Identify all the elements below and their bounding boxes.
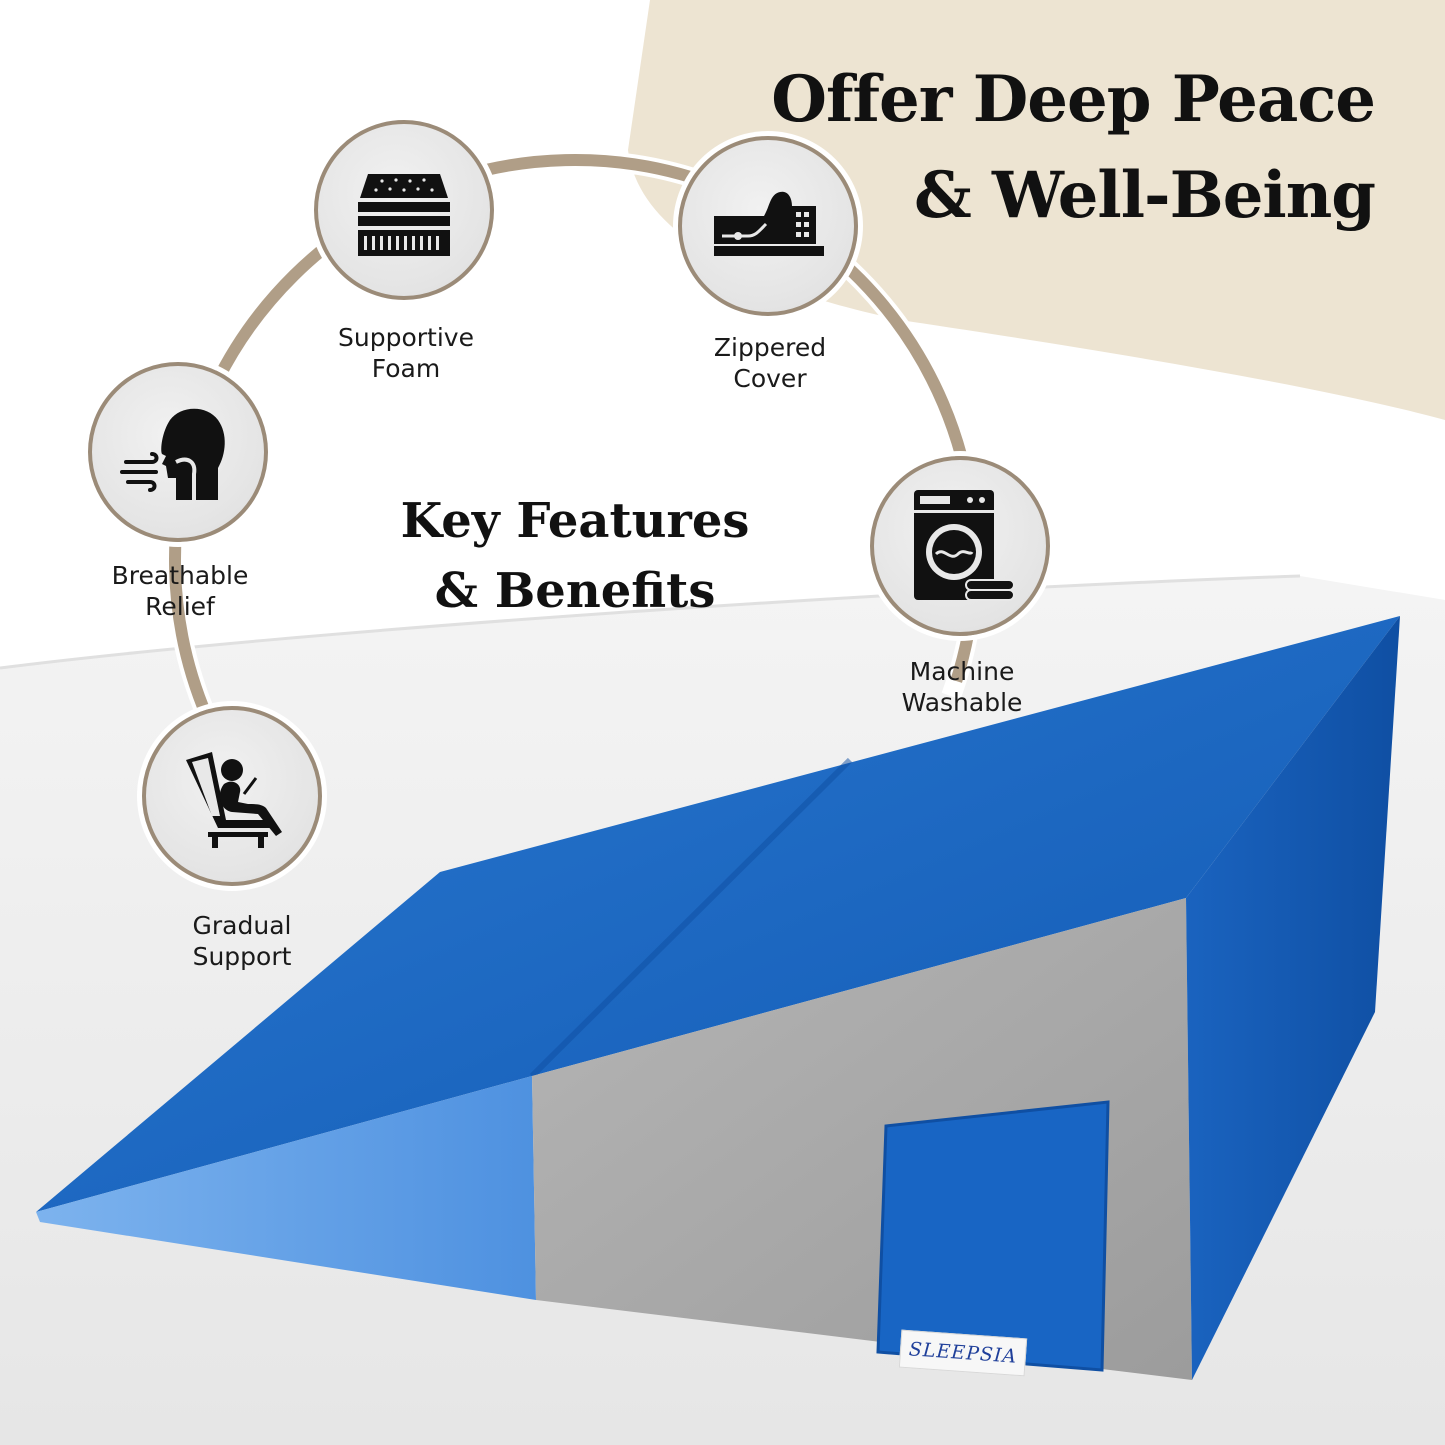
key-features-title: Key Features & Benefits bbox=[360, 486, 790, 626]
headline: Offer Deep Peace & Well-Being bbox=[771, 52, 1376, 244]
breathing-head-icon bbox=[120, 408, 225, 500]
feature-label-line-1: Zippered bbox=[713, 333, 827, 362]
feature-label-supportive-foam: Supportive Foam bbox=[296, 322, 516, 384]
feature-label-line-2: Foam bbox=[371, 354, 441, 383]
zipper-cover-icon bbox=[714, 191, 824, 256]
feature-label-line-2: Relief bbox=[145, 592, 215, 621]
feature-machine-washable bbox=[870, 456, 1050, 636]
center-title-line-2: & Benefits bbox=[434, 563, 716, 619]
feature-label-gradual-support: Gradual Support bbox=[132, 910, 352, 972]
feature-label-line-1: Gradual bbox=[192, 911, 292, 940]
feature-label-line-2: Cover bbox=[733, 364, 807, 393]
feature-label-machine-washable: Machine Washable bbox=[852, 656, 1072, 718]
feature-label-line-1: Supportive bbox=[338, 323, 474, 352]
feature-supportive-foam bbox=[314, 120, 494, 300]
feature-gradual-support bbox=[142, 706, 322, 886]
feature-label-line-2: Support bbox=[192, 942, 292, 971]
feature-zippered-cover bbox=[678, 136, 858, 316]
headline-line-1: Offer Deep Peace bbox=[771, 62, 1376, 137]
feature-label-zippered-cover: Zippered Cover bbox=[660, 332, 880, 394]
feature-label-breathable-relief: Breathable Relief bbox=[70, 560, 290, 622]
center-title-line-1: Key Features bbox=[400, 493, 750, 549]
reclining-person-icon bbox=[186, 752, 282, 848]
feature-breathable-relief bbox=[88, 362, 268, 542]
foam-layers-icon bbox=[358, 174, 450, 256]
brand-tag-text: SLEEPSIA bbox=[908, 1338, 1018, 1368]
feature-label-line-1: Breathable bbox=[111, 561, 249, 590]
washing-machine-icon bbox=[914, 490, 1015, 601]
feature-label-line-1: Machine bbox=[909, 657, 1015, 686]
headline-line-2: & Well-Being bbox=[913, 158, 1376, 233]
feature-label-line-2: Washable bbox=[901, 688, 1023, 717]
